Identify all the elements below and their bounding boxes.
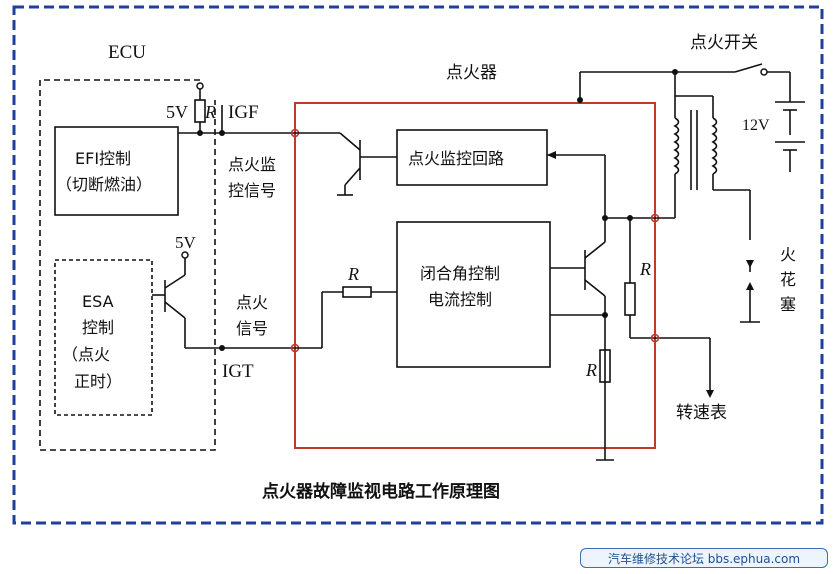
pullup-resistor [194, 99, 206, 123]
v5-top-label: 5V [166, 102, 188, 122]
efi-control-box [54, 126, 179, 216]
r-mid-label: R [347, 264, 359, 284]
monitor-signal-label-2: 控信号 [228, 181, 276, 200]
emitter-resistor [599, 349, 611, 383]
monitor-signal-label-1: 点火监 [228, 155, 276, 174]
watermark-banner: 汽车维修技术论坛 bbs.ephua.com [580, 548, 828, 568]
igf-label: IGF [228, 102, 259, 123]
diagram-caption: 点火器故障监视电路工作原理图 [262, 481, 500, 502]
spark-plug-label-2: 花 [780, 270, 796, 289]
r-right-label: R [639, 259, 651, 279]
outer-frame [12, 5, 824, 525]
battery-label: 12V [742, 117, 770, 134]
esa-control-box [54, 259, 153, 416]
igt-label: IGT [222, 361, 254, 382]
monitor-circuit-label: 点火监控回路 [408, 149, 504, 168]
dwell-control-box [396, 221, 551, 368]
ecu-boundary [39, 79, 216, 451]
ignition-switch-label: 点火开关 [690, 33, 758, 53]
ign-signal-label-2: 信号 [236, 319, 268, 338]
esa-label-2: 控制 [82, 318, 114, 337]
esa-label-3: （点火 [62, 345, 110, 364]
tachometer-label: 转速表 [676, 403, 727, 423]
r-top-label: R [204, 102, 216, 122]
igniter-boundary [294, 102, 656, 449]
r-bottom-label: R [585, 360, 597, 380]
v5-terminal-top [196, 82, 204, 90]
spark-plug-label-3: 塞 [780, 295, 796, 314]
dwell-label-1: 闭合角控制 [420, 264, 500, 283]
igt-resistor [342, 286, 372, 298]
ign-signal-label-1: 点火 [236, 293, 268, 312]
v5-mid-label: 5V [175, 233, 197, 252]
efi-label-1: EFI控制 [75, 149, 131, 168]
esa-label-1: ESA [82, 292, 114, 311]
igniter-label: 点火器 [446, 63, 497, 83]
ecu-label: ECU [108, 42, 146, 63]
tacho-resistor [624, 282, 636, 316]
esa-label-4: 正时） [74, 372, 122, 391]
dwell-label-2: 电流控制 [428, 290, 492, 309]
spark-plug-label-1: 火 [780, 245, 796, 264]
efi-label-2: （切断燃油） [56, 175, 152, 194]
